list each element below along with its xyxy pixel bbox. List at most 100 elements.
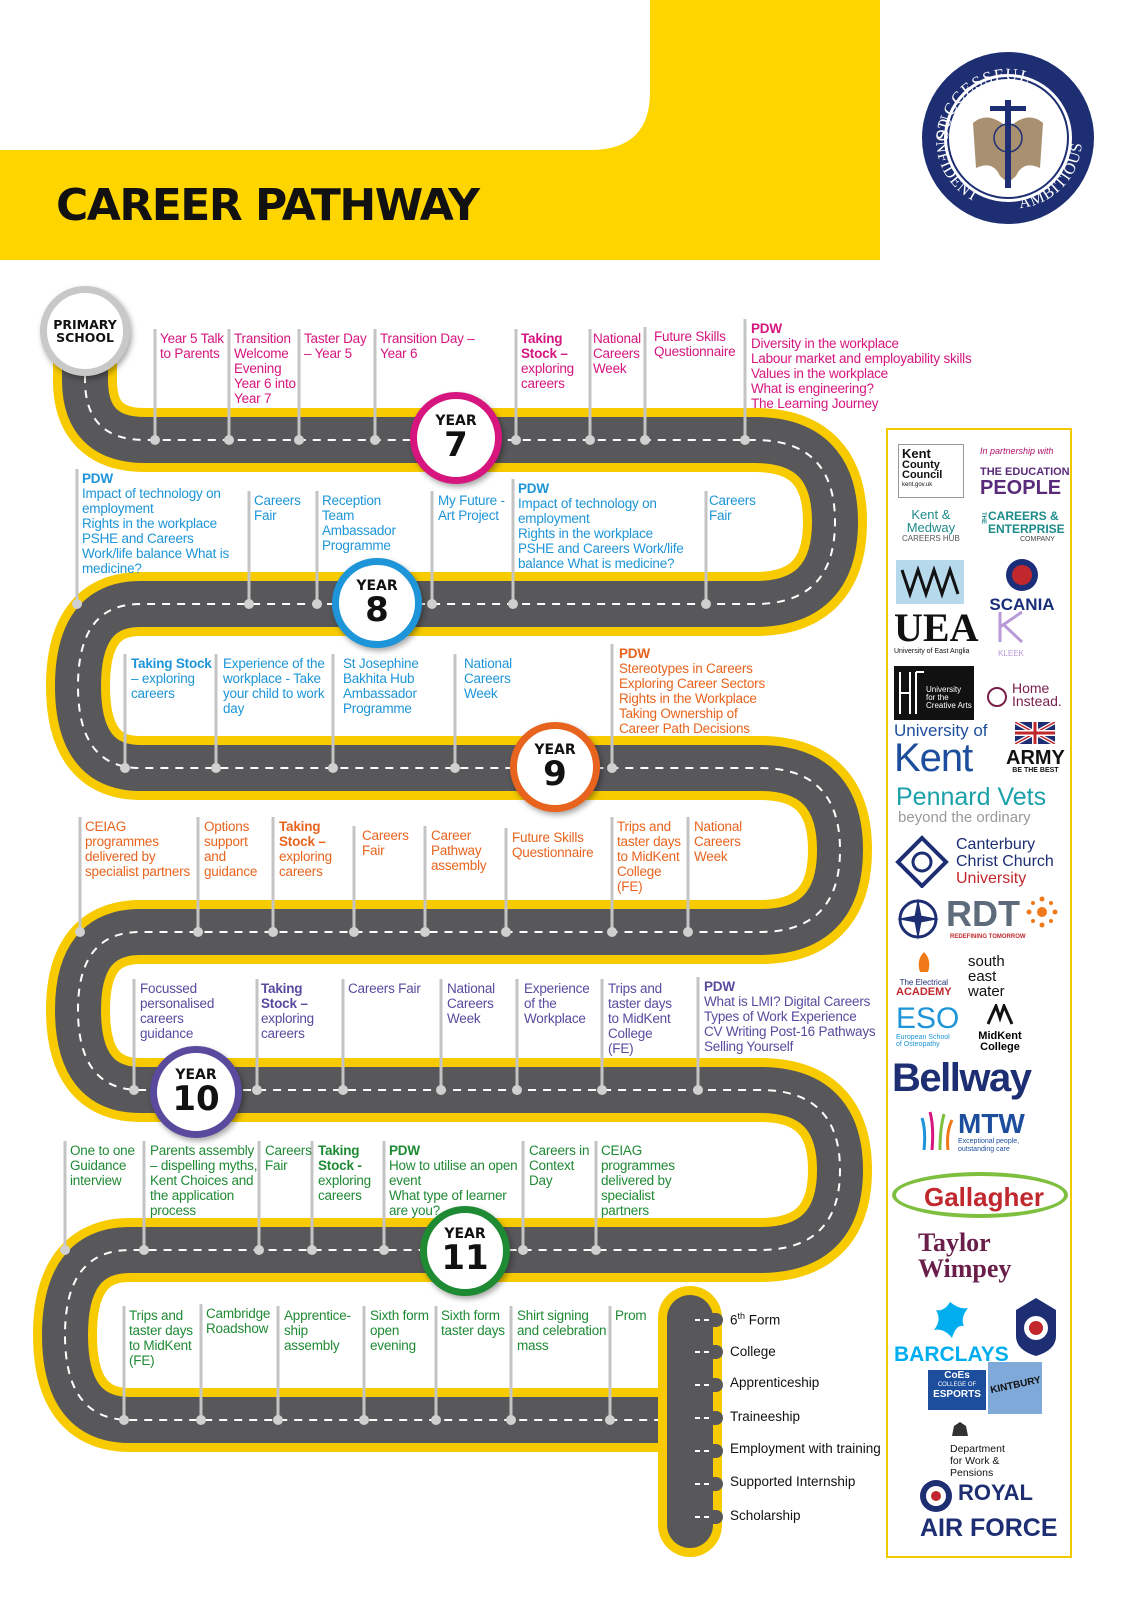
kleek-k-icon xyxy=(998,610,1024,644)
km-text: Kent & xyxy=(911,507,951,522)
milestone-line: support xyxy=(204,834,248,849)
milestone-line: ship xyxy=(284,1323,308,1338)
milestone-pole-dot xyxy=(605,1415,615,1425)
km-text: CAREERS HUB xyxy=(902,534,960,543)
home-instead-logo: Home Instead. xyxy=(986,680,1062,708)
south-east-water-logo: south east water xyxy=(968,954,1005,999)
uca-text: University xyxy=(926,685,962,694)
milestone-line: open xyxy=(370,1323,400,1338)
ccc-text: Canterbury xyxy=(956,836,1036,853)
raf-text: ROYAL xyxy=(958,1480,1033,1505)
tep-text: PEOPLE xyxy=(980,477,1062,499)
milestone-pole-dot xyxy=(196,1415,206,1425)
hi-text: Home xyxy=(1012,680,1050,696)
milestone-pole-dot xyxy=(501,927,511,937)
pennard-vets-logo: Pennard Vets beyond the ordinary xyxy=(896,784,1046,826)
mk-text: MidKent xyxy=(978,1030,1022,1042)
eso-text: European School xyxy=(896,1034,950,1041)
milestone-line: programmes xyxy=(85,834,159,849)
year-10-number: 10 xyxy=(172,1079,220,1119)
union-jack-icon xyxy=(1014,720,1057,746)
milestone-line: PDW xyxy=(389,1143,420,1158)
milestone-line: careers xyxy=(140,1011,184,1026)
rdt-text: RDT xyxy=(946,893,1020,934)
scania-text: SCANIA xyxy=(989,595,1055,614)
milestone-pole-dot xyxy=(585,435,595,445)
gallagher-text: Gallagher xyxy=(924,1182,1044,1212)
coes-text: COLLEGE OF xyxy=(937,1382,977,1388)
partners-panel: Kent County Council kent.gov.uk In partn… xyxy=(886,428,1072,1558)
milestone-line: – Year 5 xyxy=(304,346,352,361)
milestone-line: Stock – xyxy=(279,834,326,849)
eso-text: of Osteopathy xyxy=(896,1041,940,1048)
milestone-line: specialist partners xyxy=(85,864,190,879)
milestone-line: Workplace xyxy=(524,1011,586,1026)
year-9-badge: YEAR 9 xyxy=(510,722,600,812)
milestone-line: National xyxy=(694,819,742,834)
kintbury-text: KINTBURY xyxy=(989,1374,1042,1397)
milestone-line: The Learning Journey xyxy=(751,396,879,411)
milestone-line: medicine? xyxy=(82,561,142,576)
year-11-number: 11 xyxy=(441,1238,489,1278)
milestone-line: careers xyxy=(261,1026,305,1041)
milestone-pole-dot xyxy=(506,1415,516,1425)
milestone-line: Cambridge xyxy=(206,1306,271,1321)
milestone-pole-dot xyxy=(328,763,338,773)
milestone-pole-dot xyxy=(427,599,437,609)
milestone-line: careers xyxy=(279,864,323,879)
milestone-pole-dot xyxy=(512,1085,522,1095)
milestone-line: Careers xyxy=(362,828,409,843)
bellway-logo: Bellway xyxy=(892,1056,1032,1100)
uok-text: University of xyxy=(894,721,988,740)
milestone-line: Career Path Decisions xyxy=(619,721,750,736)
milestone-line: to MidKent xyxy=(608,1011,671,1026)
milestone-line: Careers in xyxy=(529,1143,590,1158)
milestone-line: careers xyxy=(521,376,565,391)
milestone-line: Taking xyxy=(318,1143,360,1158)
milestone-row2-3: My Future -Art Project xyxy=(438,493,505,523)
milestone-line: to Parents xyxy=(160,346,220,361)
milestone-line: Ambassador xyxy=(322,523,396,538)
milestone-pole-dot xyxy=(252,1085,262,1095)
milestone-pole-dot xyxy=(693,1085,703,1095)
milestone-line: Careers xyxy=(265,1143,312,1158)
milestone-line: exploring xyxy=(279,849,332,864)
milestone-line: One to one xyxy=(70,1143,135,1158)
eso-text: ESO xyxy=(896,1002,960,1035)
milestone-line: My Future - xyxy=(438,493,505,508)
milestone-line: Parents assembly xyxy=(150,1143,255,1158)
milestone-line: day xyxy=(223,701,245,716)
milestone-line: taster days xyxy=(441,1323,505,1338)
milestone-line: Careers xyxy=(447,996,494,1011)
dest-text: Employment with training xyxy=(730,1441,881,1456)
milestone-pole-dot xyxy=(701,599,711,609)
milestone-line: taster days xyxy=(608,996,672,1011)
milestone-line: What is LMI? Digital Careers xyxy=(704,994,871,1009)
milestone-line: Week xyxy=(447,1011,481,1026)
milestone-line: Ambassador xyxy=(343,686,417,701)
dest-text: Traineeship xyxy=(730,1409,801,1424)
pv-text: Pennard Vets xyxy=(896,783,1047,811)
milestone-line: Career xyxy=(431,828,472,843)
milestone-line: Exploring Career Sectors xyxy=(619,676,766,691)
milestone-line: personalised xyxy=(140,996,215,1011)
milestone-line: Stock - xyxy=(318,1158,362,1173)
university-of-kent-logo: University of Kent xyxy=(894,721,988,779)
milestone-pole-dot xyxy=(508,599,518,609)
year-9-label: YEAR xyxy=(534,742,576,758)
raf-roundel-icon xyxy=(920,1480,952,1512)
milestone-line: process xyxy=(150,1203,196,1218)
tep-text: THE EDUCATION xyxy=(980,466,1070,478)
cec-text: CAREERS & xyxy=(988,509,1059,523)
year-7-number: 7 xyxy=(444,425,468,465)
